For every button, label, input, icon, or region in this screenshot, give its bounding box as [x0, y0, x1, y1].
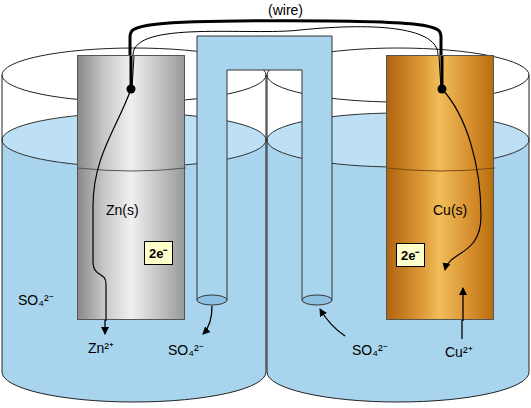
electron-box: 2e⁻	[144, 241, 173, 265]
thin-wire	[133, 27, 438, 55]
electrode-label: Cu(s)	[433, 202, 467, 218]
electron-label: 2e⁻	[397, 244, 423, 266]
wire	[130, 21, 441, 55]
electron-path	[78, 56, 186, 321]
electron-label: 2e⁻	[145, 242, 171, 264]
zinc-electrode: Zn(s) 2e⁻	[77, 55, 185, 320]
ion-label: Zn²⁺	[88, 338, 114, 357]
ion-label: SO₄²⁻	[168, 340, 204, 359]
ion-label: Cu²⁺	[445, 342, 473, 361]
wire-label: (wire)	[265, 2, 306, 18]
ion-label: SO₄²⁻	[352, 340, 388, 359]
salt-bridge	[197, 36, 332, 305]
electron-box: 2e⁻	[396, 243, 425, 267]
ion-label: SO₄²⁻	[18, 290, 54, 309]
copper-electrode: Cu(s) 2e⁻	[386, 55, 494, 320]
electron-path	[387, 56, 495, 321]
electrode-label: Zn(s)	[106, 202, 139, 218]
